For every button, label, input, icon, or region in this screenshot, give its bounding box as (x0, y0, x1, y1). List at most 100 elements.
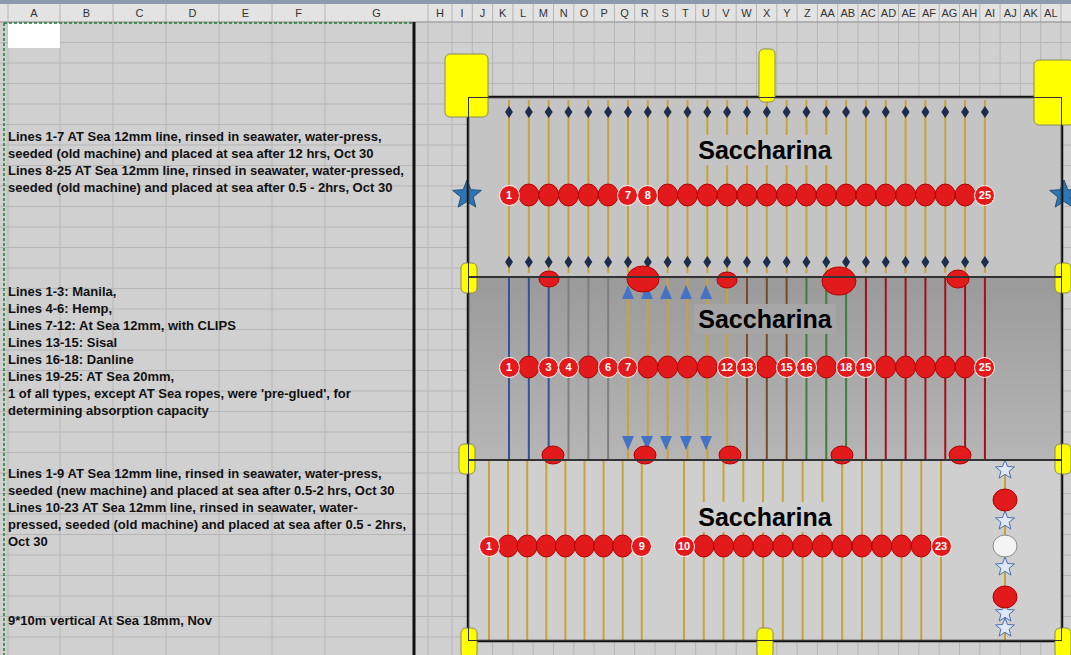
marker-buoy (759, 49, 775, 102)
anchor-diamond (921, 256, 929, 268)
marker-buoy (1055, 444, 1071, 474)
anchor-diamond (783, 106, 791, 118)
red-buoy (575, 535, 595, 557)
red-buoy (816, 184, 836, 206)
red-buoy (911, 535, 931, 557)
red-buoy (677, 356, 697, 378)
header-border (0, 22, 1071, 23)
line-number-buoy: 13 (736, 357, 757, 378)
red-buoy (498, 535, 518, 557)
line-number-buoy: 7 (617, 357, 638, 378)
marker-buoy (461, 628, 477, 655)
note-text: Lines 1-9 AT Sea 12mm line, rinsed in se… (8, 465, 408, 499)
column-header-cell: V (716, 4, 736, 22)
band-title: Saccharina (694, 502, 835, 532)
callout-number: 19 (860, 361, 872, 374)
note-block: Lines 1-3: Manila,Lines 4-6: Hemp,Lines … (8, 283, 408, 419)
float-star (996, 511, 1015, 529)
red-buoy (697, 184, 717, 206)
anchor-diamond (902, 256, 910, 268)
red-buoy (872, 535, 892, 557)
column-header-cell: I (452, 4, 472, 22)
column-header: S (655, 4, 675, 22)
column-header-cell: AH (960, 4, 980, 22)
grid-line (0, 22, 1071, 23)
line-number-buoy: 16 (796, 357, 817, 378)
anchor-diamond (743, 256, 751, 268)
red-buoy (737, 184, 757, 206)
column-header: I (452, 4, 472, 22)
column-header: AJ (1000, 4, 1020, 22)
anchor-diamond (842, 106, 850, 118)
anchor-diamond (802, 256, 810, 268)
band-title: Saccharina (694, 304, 835, 334)
column-header-cell: AC (858, 4, 878, 22)
line-number-buoy: 7 (617, 185, 638, 206)
note-text: Lines 4-6: Hemp, (8, 300, 408, 317)
column-header: AG (939, 4, 959, 22)
marker-buoy (445, 54, 488, 117)
note-text: 9*10m vertical At Sea 18mm, Nov (8, 612, 408, 629)
column-header: Z (797, 4, 817, 22)
selection-border (3, 23, 5, 655)
band-fill (468, 97, 1062, 277)
anchor-diamond (961, 106, 969, 118)
red-buoy (717, 272, 737, 288)
column-header: AH (960, 4, 980, 22)
column-header-cell: F (272, 4, 325, 22)
red-buoy (947, 270, 969, 288)
column-header-cell: AK (1020, 4, 1040, 22)
red-buoy (915, 184, 935, 206)
marker-buoy (459, 444, 475, 474)
column-header: E (219, 4, 272, 22)
red-buoy (896, 184, 916, 206)
red-buoy (822, 267, 856, 295)
clip-triangle (700, 436, 712, 450)
note-text: Lines 10-23 AT Sea 12mm line, rinsed in … (8, 499, 408, 550)
callout-number: 3 (546, 361, 552, 374)
line-number-buoy: 1 (479, 536, 500, 557)
float-star (996, 557, 1015, 575)
column-header: K (493, 4, 513, 22)
buoys (498, 184, 975, 557)
column-header: Q (614, 4, 634, 22)
anchor-diamond (683, 256, 691, 268)
red-buoy (773, 535, 793, 557)
line-number-buoy: 15 (776, 357, 797, 378)
red-buoy (536, 535, 556, 557)
column-header-cell: X (757, 4, 777, 22)
red-buoy (832, 535, 852, 557)
anchor-diamond (644, 106, 652, 118)
clip-triangle (660, 436, 672, 450)
note-text: Lines 13-15: Sisal (8, 334, 408, 351)
column-header: U (696, 4, 716, 22)
marker-buoy (1055, 263, 1071, 293)
line-number-buoy: 25 (974, 357, 995, 378)
column-header-cell: Q (614, 4, 634, 22)
note-block: 9*10m vertical At Sea 18mm, Nov (8, 612, 408, 629)
note-text: Lines 8-25 AT Sea 12mm line, rinsed in s… (8, 162, 408, 196)
column-header: B (60, 4, 113, 22)
farm-band: Saccharina17825 (468, 97, 1062, 277)
callout-number: 25 (979, 361, 991, 374)
red-buoy (876, 356, 896, 378)
column-header-cell: AD (878, 4, 898, 22)
anchor-diamond (584, 256, 592, 268)
grid-cols (8, 4, 1071, 655)
red-buoy (915, 356, 935, 378)
column-header: P (594, 4, 614, 22)
top-strip (0, 0, 1071, 4)
clip-triangle (680, 285, 692, 299)
column-header: N (554, 4, 574, 22)
red-buoy (638, 356, 658, 378)
callout-number: 8 (645, 189, 651, 202)
column-header: AB (838, 4, 858, 22)
red-buoy (539, 271, 559, 287)
column-header-cell: R (635, 4, 655, 22)
red-buoy (753, 535, 773, 557)
red-buoy (542, 446, 564, 464)
line-number-buoy: 25 (974, 185, 995, 206)
callout-number: 1 (486, 540, 492, 553)
marker-buoy (1034, 60, 1071, 125)
anchor-diamond (604, 256, 612, 268)
